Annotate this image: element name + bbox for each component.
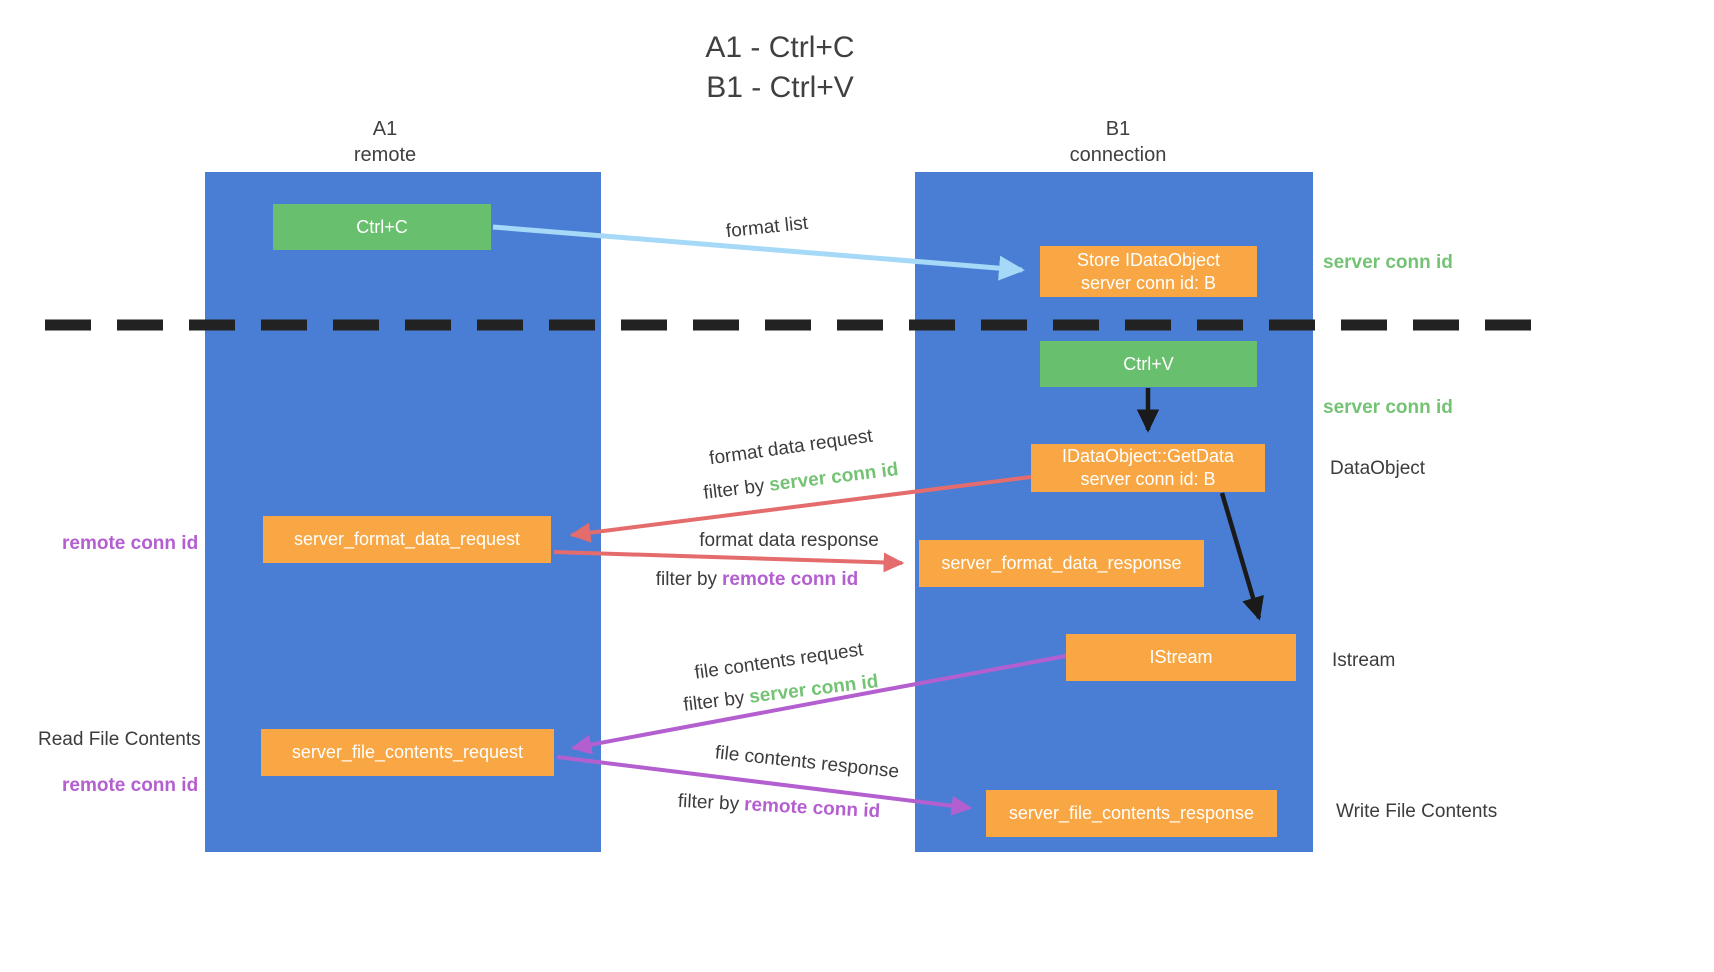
diagram-title: A1 - Ctrl+C B1 - Ctrl+V bbox=[705, 28, 854, 108]
node-getdata-line1: IDataObject::GetData bbox=[1061, 446, 1235, 466]
node-istream: IStream bbox=[1066, 634, 1296, 681]
title-line-2: B1 - Ctrl+V bbox=[706, 71, 854, 104]
filter-by-text-1: filter by bbox=[702, 475, 766, 504]
lane-a1-subtitle: remote bbox=[353, 144, 417, 166]
lane-header-a1: A1 remote bbox=[354, 116, 416, 168]
lane-b1-name: B1 bbox=[1105, 118, 1131, 140]
side-label-remote-conn-id-bottom: remote conn id bbox=[62, 775, 199, 796]
node-server-format-data-request-label: server_format_data_request bbox=[293, 529, 521, 549]
node-ctrl-c: Ctrl+C bbox=[273, 204, 491, 250]
filter-by-text-4: filter by bbox=[677, 790, 740, 815]
filter-key-server-conn-id-1: server conn id bbox=[768, 459, 900, 496]
edge-label-file-contents-response: file contents response bbox=[714, 742, 901, 783]
node-store-idataobject: Store IDataObject server conn id: B bbox=[1040, 246, 1257, 297]
side-label-istream: Istream bbox=[1332, 650, 1396, 671]
node-ctrl-v-label: Ctrl+V bbox=[1123, 353, 1174, 374]
node-server-file-contents-request-label: server_file_contents_request bbox=[291, 742, 524, 762]
side-label-remote-conn-id-top: remote conn id bbox=[62, 533, 199, 554]
title-line-1: A1 - Ctrl+C bbox=[705, 31, 855, 64]
edge-label-format-list: format list bbox=[724, 212, 809, 243]
lane-header-b1: B1 connection bbox=[1070, 116, 1167, 168]
filter-key-remote-conn-id-1: remote conn id bbox=[722, 569, 859, 590]
side-label-dataobject: DataObject bbox=[1330, 458, 1426, 479]
filter-key-server-conn-id-2: server conn id bbox=[748, 671, 880, 708]
side-label-server-conn-id-top: server conn id bbox=[1323, 252, 1453, 273]
lane-b1-subtitle: connection bbox=[1069, 144, 1167, 166]
side-label-read-file-contents: Read File Contents bbox=[38, 729, 201, 750]
node-server-format-data-response-label: server_format_data_response bbox=[941, 553, 1182, 573]
side-label-server-conn-id-mid: server conn id bbox=[1323, 397, 1453, 418]
edge-format-data-response-arrow bbox=[553, 550, 905, 573]
node-ctrl-v: Ctrl+V bbox=[1040, 341, 1257, 387]
node-idataobject-getdata: IDataObject::GetData server conn id: B bbox=[1031, 444, 1265, 492]
lane-a1-name: A1 bbox=[372, 118, 398, 140]
node-store-idataobject-line1: Store IDataObject bbox=[1076, 249, 1221, 270]
node-server-format-data-response: server_format_data_response bbox=[919, 540, 1204, 587]
node-store-idataobject-line2: server conn id: B bbox=[1080, 272, 1217, 293]
edge-label-format-data-response: format data response bbox=[699, 530, 879, 551]
node-ctrl-c-label: Ctrl+C bbox=[356, 216, 408, 237]
node-server-file-contents-response-label: server_file_contents_response bbox=[1008, 803, 1255, 823]
node-getdata-line2: server conn id: B bbox=[1080, 469, 1216, 489]
node-istream-label: IStream bbox=[1149, 647, 1213, 667]
side-label-write-file-contents: Write File Contents bbox=[1336, 801, 1498, 822]
edge-label-format-data-request: format data request bbox=[707, 425, 874, 470]
filter-by-text-3: filter by bbox=[682, 687, 746, 716]
node-server-format-data-request: server_format_data_request bbox=[263, 516, 551, 563]
filter-by-text-2: filter by bbox=[655, 569, 718, 590]
filter-key-remote-conn-id-2: remote conn id bbox=[743, 794, 881, 823]
node-server-file-contents-response: server_file_contents_response bbox=[986, 790, 1277, 837]
node-server-file-contents-request: server_file_contents_request bbox=[261, 729, 554, 776]
